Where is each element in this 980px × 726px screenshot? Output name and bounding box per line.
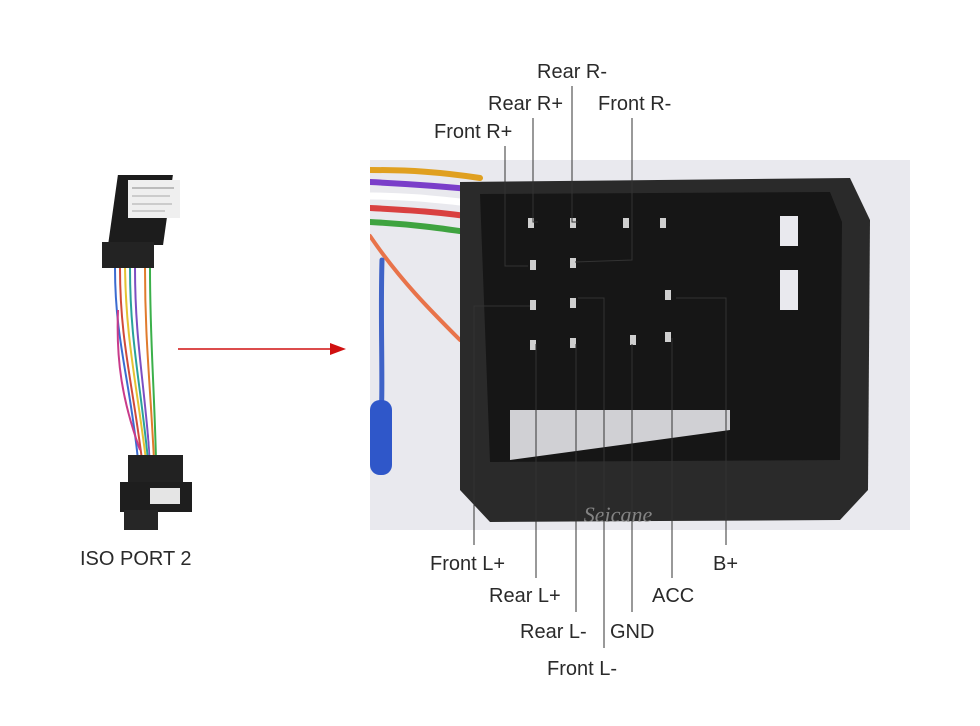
- blue-wire-tip: [370, 400, 392, 475]
- leader-b-plus: [676, 297, 727, 545]
- leader-front-l-minus: [578, 297, 605, 648]
- label-gnd: GND: [610, 621, 655, 643]
- module-sticker: [128, 180, 180, 218]
- label-rear-l-minus: Rear L-: [520, 621, 587, 643]
- label-rear-r-minus: Rear R-: [537, 61, 608, 83]
- harness-title: ISO PORT 2: [80, 548, 192, 570]
- harness-illustration: [102, 175, 192, 530]
- leader-front-r-minus: [574, 118, 633, 263]
- label-front-r-minus: Front R-: [598, 93, 672, 115]
- leader-front-l-plus: [473, 305, 530, 545]
- label-front-l-plus: Front L+: [430, 553, 506, 575]
- leader-rear-r-plus: [532, 118, 538, 223]
- label-rear-r-plus: Rear R+: [488, 93, 564, 115]
- leader-front-r-plus: [504, 146, 528, 267]
- leader-rear-r-minus: [571, 86, 578, 223]
- watermark: Seicane: [584, 502, 653, 527]
- connector-photo: Seicane: [370, 160, 910, 530]
- label-rear-l-plus: Rear L+: [489, 585, 561, 607]
- label-front-r-plus: Front R+: [434, 121, 513, 143]
- label-acc: ACC: [652, 585, 695, 607]
- label-front-l-minus: Front L-: [547, 658, 618, 680]
- label-b-plus: B+: [713, 553, 739, 575]
